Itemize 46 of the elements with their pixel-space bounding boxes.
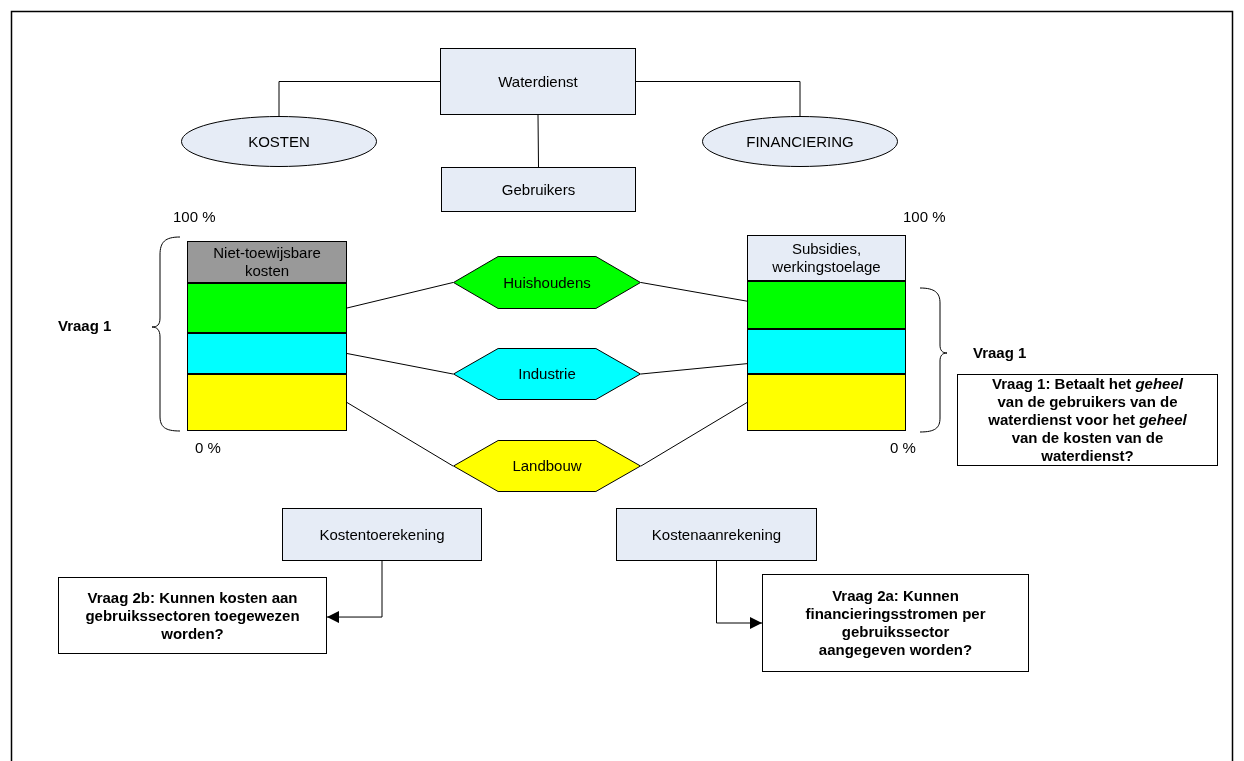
node-label: Niet-toewijsbare kosten [212, 244, 322, 280]
connector-line [346, 353, 454, 375]
question-text: Vraag 2b: Kunnen kosten aan gebruikssectoren toegewezen worden? [84, 588, 301, 643]
node-label: Gebruikers [501, 180, 576, 199]
question-box [957, 374, 1218, 466]
node-label: Landbouw [512, 457, 582, 475]
question-box [58, 577, 327, 654]
connector-line [640, 282, 748, 302]
percent-label: 0 % [890, 439, 916, 456]
node-label: Waterdienst [498, 72, 578, 91]
cost-segment [187, 374, 347, 431]
node-label: Industrie [518, 365, 576, 383]
funding-segment [747, 329, 906, 374]
question-text: Vraag 2a: Kunnen financieringsstromen per gebruikssector aangegeven worden? [804, 587, 987, 659]
connector-line [640, 402, 748, 467]
connector-line [346, 282, 454, 309]
connector-line [537, 114, 539, 168]
question-label: Vraag 1 [973, 344, 1027, 361]
node-label: KOSTEN [248, 132, 310, 151]
process-box [441, 167, 636, 212]
node-label: FINANCIERING [746, 132, 854, 151]
percent-label: 100 % [903, 208, 946, 225]
process-box [616, 508, 817, 561]
question-label: Vraag 1 [58, 317, 112, 334]
connector-line [640, 363, 748, 375]
node-label: Huishoudens [503, 273, 591, 292]
cost-segment [187, 283, 347, 333]
funding-segment [747, 235, 906, 281]
funding-segment [747, 374, 906, 431]
question-text: Vraag 1: Betaalt het geheel van de gebruikers van de waterdienst voor het geheel van de kosten van de waterdienst? [987, 375, 1188, 465]
funding-segment [747, 281, 906, 329]
node-label: Subsidies, werkingstoelage [771, 240, 882, 276]
percent-label: 0 % [195, 439, 221, 456]
question-box [762, 574, 1029, 672]
connector-line [635, 81, 801, 117]
node-label: Kostenaanrekening [651, 525, 782, 544]
cost-segment [187, 241, 347, 283]
connector-line [278, 81, 441, 117]
process-box [282, 508, 482, 561]
percent-label: 100 % [173, 208, 216, 225]
cost-segment [187, 333, 347, 374]
connector-line [346, 402, 454, 467]
arrow [326, 560, 383, 624]
node-label: Kostentoerekening [319, 525, 445, 544]
arrow [716, 560, 763, 629]
process-box [440, 48, 636, 115]
